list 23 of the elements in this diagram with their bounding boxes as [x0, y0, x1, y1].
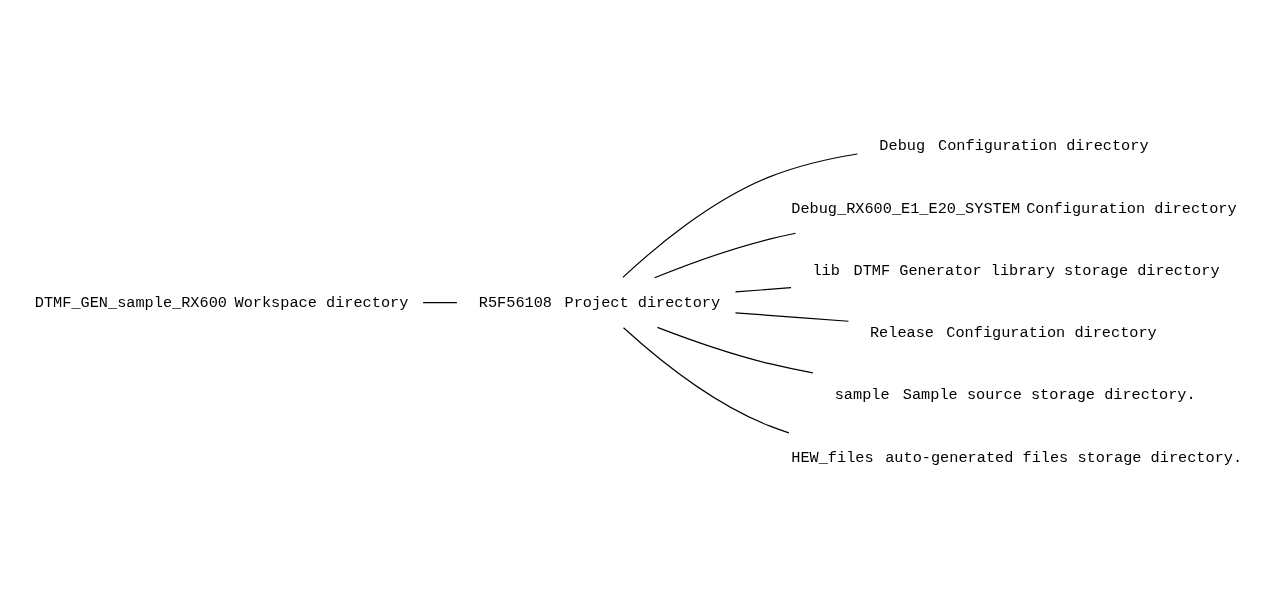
connector: [654, 232, 797, 278]
node-label: Project directory: [564, 293, 721, 312]
node-label: auto-generated files storage directory.: [885, 448, 1243, 467]
node-label: Configuration directory: [946, 323, 1157, 342]
connector: [734, 311, 850, 322]
node-text: R5F56108: [478, 293, 553, 312]
connector: [656, 326, 814, 373]
connector: [734, 286, 792, 292]
node-label: Configuration directory: [1026, 199, 1237, 218]
connector: [622, 326, 790, 433]
node-text: DTMF_GEN_sample_RX600: [34, 293, 227, 312]
node-text: sample: [834, 385, 890, 404]
node-text: Debug_RX600_E1_E20_SYSTEM: [791, 199, 1021, 218]
connector: [622, 152, 858, 278]
node-label: Workspace directory: [234, 293, 409, 312]
node-text: Release: [869, 323, 935, 342]
connector: [422, 301, 458, 303]
node-label: DTMF Generator library storage directory: [853, 261, 1220, 280]
node-text: Debug: [879, 136, 926, 155]
node-label: Sample source storage directory.: [902, 385, 1196, 404]
node-text: lib: [812, 261, 840, 280]
node-label: Configuration directory: [938, 136, 1149, 155]
node-text: HEW_files: [791, 448, 874, 467]
